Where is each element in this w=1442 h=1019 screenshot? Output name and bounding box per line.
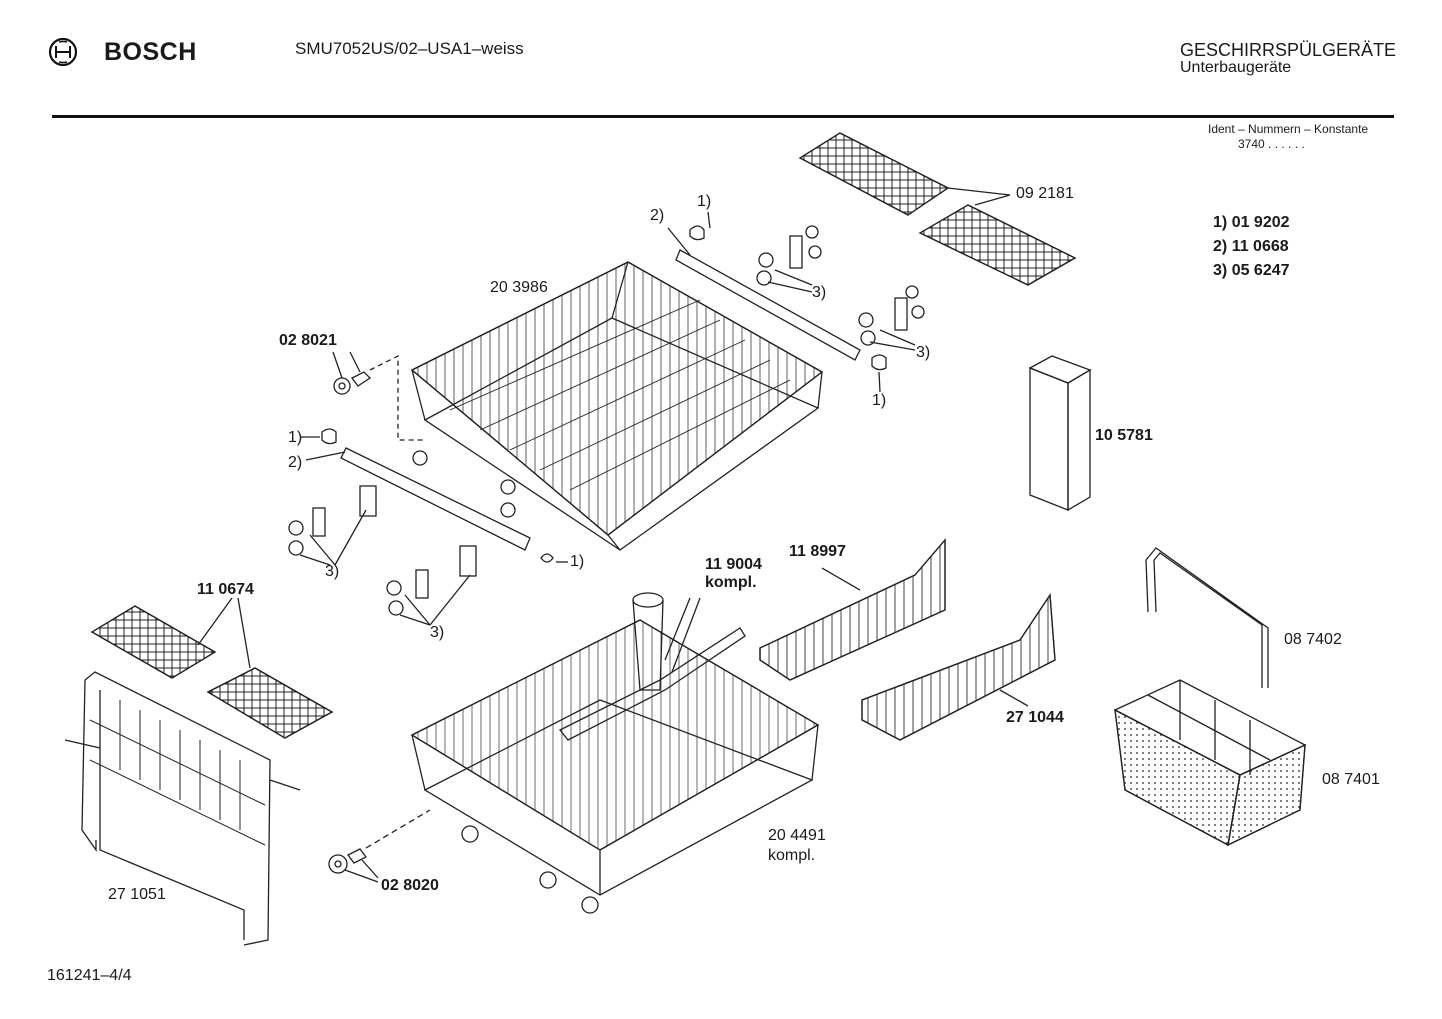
- leader-rail-left: [300, 436, 346, 461]
- rail-clip-top: [689, 225, 705, 241]
- basket-handle: [1145, 547, 1269, 688]
- rail-clip-left: [321, 428, 337, 445]
- document-number: 161241–4/4: [47, 967, 132, 984]
- ref-3-top-b: 3): [916, 344, 931, 361]
- footnote-1: 1) 01 9202: [1213, 215, 1290, 231]
- leader-clip-right: [878, 371, 881, 393]
- label-tines-top: 09 2181: [1016, 185, 1074, 202]
- ref-1-bottom: 1): [570, 553, 585, 570]
- ident-title: Ident – Nummern – Konstante: [1208, 122, 1369, 136]
- footnote-part: 05 6247: [1231, 262, 1290, 279]
- label-upper-basket: 20 3986: [490, 279, 548, 296]
- label-frame: 27 1051: [108, 886, 166, 903]
- ref-1-right: 1): [872, 392, 887, 409]
- cutlery-basket: [1113, 679, 1307, 847]
- bosch-logo-icon: [48, 37, 78, 67]
- leader-rail-1-top: [707, 211, 711, 229]
- rail-clip-bottom: [540, 553, 554, 563]
- bracket-set-top-a: [756, 225, 822, 293]
- tine-rack-left-b: [206, 667, 334, 739]
- ref-3-top-a: 3): [812, 284, 827, 301]
- ref-2-top: 2): [650, 207, 665, 224]
- tine-rack-left-a: [90, 605, 217, 679]
- bracket-set-left-b: [386, 545, 477, 626]
- basket-frame: [64, 671, 301, 946]
- label-spray-arm: 11 9004: [705, 556, 762, 573]
- category-title: GESCHIRRSPÜLGERÄTE: [1180, 40, 1397, 60]
- rack-insert-b: [861, 593, 1056, 741]
- brand-name: BOSCH: [104, 38, 197, 66]
- ref-3-left-b: 3): [430, 624, 445, 641]
- ref-1-left: 1): [288, 429, 303, 446]
- bracket-set-top-b: [858, 285, 925, 351]
- footnote-2: 2) 11 0668: [1213, 239, 1289, 255]
- footnote-key: 2): [1213, 238, 1228, 255]
- lower-basket: [410, 619, 820, 914]
- label-roller-lower: 02 8020: [381, 877, 439, 894]
- roller-lower: [328, 809, 431, 883]
- bracket-set-left-a: [288, 485, 377, 566]
- rack-insert-a: [759, 538, 946, 681]
- ident-value: 3740 . . . . . .: [1238, 137, 1305, 151]
- label-roller-upper: 02 8021: [279, 332, 337, 349]
- upper-rail: [675, 249, 861, 361]
- header-divider: [52, 115, 1394, 118]
- subcategory-title: Unterbaugeräte: [1180, 59, 1292, 76]
- ref-1-top: 1): [697, 193, 712, 210]
- leader-rail-2-top: [667, 227, 691, 256]
- footnote-part: 11 0668: [1231, 238, 1289, 255]
- model-number: SMU7052US/02–USA1–weiss: [295, 39, 524, 58]
- label-cutlery-holder: 10 5781: [1095, 427, 1153, 444]
- footnote-3: 3) 05 6247: [1213, 263, 1290, 279]
- leader-inserts: [821, 567, 1029, 707]
- tine-rack-top-b: [918, 204, 1077, 286]
- footnote-part: 01 9202: [1231, 214, 1290, 231]
- footnote-key: 1): [1213, 214, 1228, 231]
- ref-3-left-a: 3): [325, 563, 340, 580]
- label-rack-insert-b: 27 1044: [1006, 709, 1064, 726]
- roller-upper: [332, 351, 425, 441]
- label-cutlery-basket: 08 7401: [1322, 771, 1380, 788]
- label-lower-basket-note: kompl.: [768, 847, 816, 864]
- ref-2-left: 2): [288, 454, 303, 471]
- tine-rack-top-a: [798, 132, 950, 216]
- label-spray-arm-note: kompl.: [705, 574, 757, 591]
- label-handle: 08 7402: [1284, 631, 1342, 648]
- footnote-key: 3): [1213, 262, 1228, 279]
- lower-left-rail: [340, 447, 531, 551]
- upper-basket: [410, 261, 824, 551]
- label-tines-left: 11 0674: [197, 581, 254, 598]
- leader-09-2181: [947, 187, 1011, 206]
- cutlery-holder: [1028, 355, 1092, 512]
- label-lower-basket: 20 4491: [768, 827, 826, 844]
- leader-11-0674: [197, 597, 251, 669]
- label-rack-insert-a: 11 8997: [789, 543, 846, 560]
- rail-clip-right: [871, 354, 887, 371]
